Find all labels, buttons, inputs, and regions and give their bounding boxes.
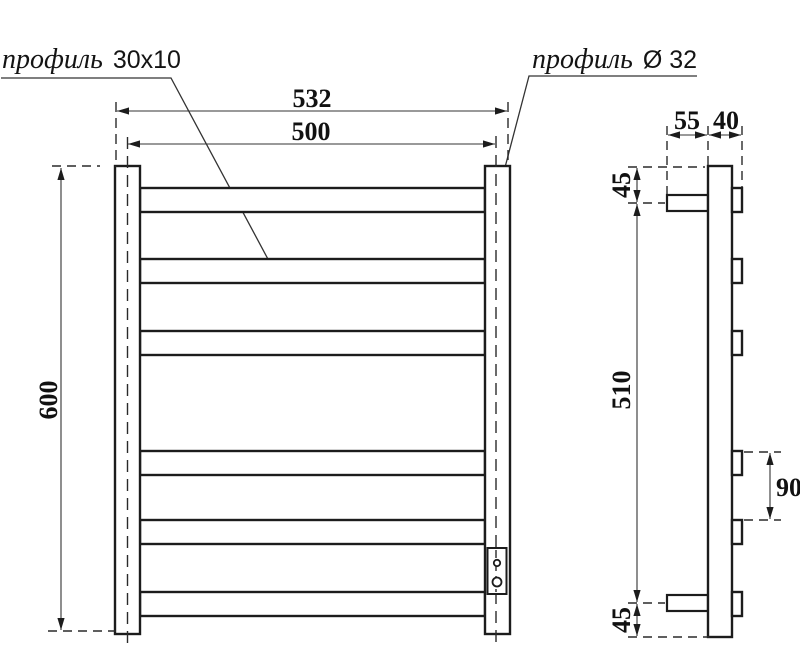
side-body	[706, 164, 744, 639]
label-right-profile: профиль Ø 32	[532, 44, 697, 75]
leader-right-profile	[502, 75, 697, 176]
side-dimension-lines	[633, 131, 774, 636]
side-dashed-lines	[628, 126, 781, 638]
heater-box-group	[486, 547, 508, 595]
label-left-profile: профиль 30x10	[2, 44, 181, 75]
front-bar-5	[138, 518, 487, 546]
label-left-profile-value: 30x10	[113, 46, 181, 74]
front-dimension-lines	[57, 107, 507, 630]
front-bars	[113, 164, 512, 636]
dim-text-depth: 40	[713, 106, 739, 135]
side-brackets	[665, 193, 710, 613]
side-bar-1	[730, 186, 744, 214]
front-bar-2	[138, 257, 487, 285]
side-bar-5	[730, 518, 744, 546]
heater-screw-top	[492, 558, 502, 568]
side-bracket-top	[665, 193, 710, 213]
dim-text-center-width: 500	[292, 117, 331, 146]
label-left-profile-word: профиль	[2, 44, 103, 75]
leader-lines	[1, 75, 697, 277]
side-bar-4	[730, 449, 744, 477]
dim-text-wall-offset: 55	[674, 106, 700, 135]
front-bar-4	[138, 449, 487, 477]
dim-text-bar-gap: 90	[776, 473, 800, 502]
dim-text-height: 600	[34, 381, 63, 420]
label-right-profile-value: Ø 32	[643, 46, 697, 74]
label-right-profile-word: профиль	[532, 44, 633, 75]
side-bar-3	[730, 329, 744, 357]
side-view: 55 40 45 510 45 90	[607, 106, 800, 639]
side-bar-2	[730, 257, 744, 285]
heater-screw-bottom	[491, 576, 503, 588]
front-bar-6	[138, 590, 487, 618]
dim-text-top-offset: 45	[607, 172, 636, 198]
front-bar-3	[138, 329, 487, 357]
dim-text-bottom-offset: 45	[607, 607, 636, 633]
side-post	[706, 164, 734, 639]
side-bracket-bottom	[665, 593, 710, 613]
front-view: 532 500 600 профиль 30x10 профиль Ø 32	[1, 44, 697, 644]
side-bar-6	[730, 590, 744, 618]
front-bar-1	[138, 186, 487, 214]
dim-text-bracket-span: 510	[607, 371, 636, 410]
dim-text-outer-width: 532	[293, 84, 332, 113]
